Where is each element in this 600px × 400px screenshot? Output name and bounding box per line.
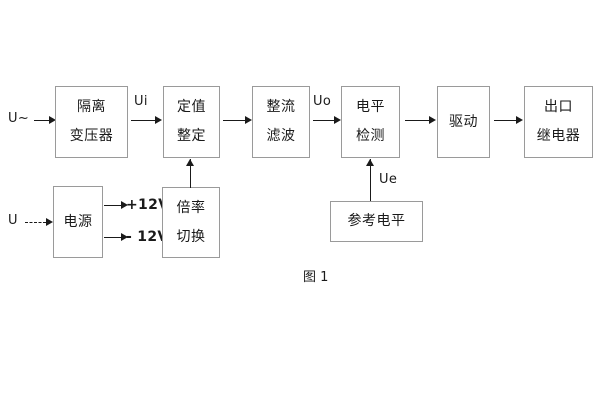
block-level-detection: 电平 检测 — [341, 86, 400, 158]
signal-label-ui: Ui — [134, 94, 148, 109]
input-ac-label: U~ — [8, 111, 30, 126]
figure-caption: 图 1 — [303, 270, 329, 285]
block-drive-line-1: 驱动 — [449, 113, 478, 130]
block-reference-level-line-1: 参考电平 — [347, 213, 406, 230]
block-level-detection-line-1: 电平 — [356, 99, 385, 116]
arrow-power-supply-positive-rail — [104, 201, 128, 210]
block-level-detection-line-2: 检测 — [356, 128, 385, 144]
block-output-relay-line-1: 出口 — [544, 99, 573, 116]
block-rectify-filter-line-2: 滤波 — [266, 128, 296, 144]
block-power-supply: 电源 — [53, 186, 103, 258]
block-multiplier-switch: 倍率 切换 — [162, 187, 220, 258]
block-drive: 驱动 — [437, 86, 490, 158]
arrow-setting-value-to-rectify-filter — [223, 116, 252, 125]
arrow-input-ac-to-isolation-transformer — [34, 116, 56, 125]
block-power-supply-line-1: 电源 — [63, 213, 93, 230]
block-setting-value: 定值 整定 — [163, 86, 220, 158]
block-isolation-transformer: 隔离 变压器 — [55, 86, 128, 158]
arrow-power-supply-negative-rail — [104, 233, 128, 242]
block-isolation-transformer-line-1: 隔离 — [77, 99, 106, 116]
block-reference-level: 参考电平 — [330, 201, 423, 242]
block-output-relay: 出口 继电器 — [524, 86, 593, 158]
arrow-input-dc-to-power-supply — [25, 218, 54, 227]
block-rectify-filter-line-1: 整流 — [266, 99, 296, 116]
block-setting-value-line-1: 定值 — [177, 99, 206, 116]
block-output-relay-line-2: 继电器 — [536, 128, 581, 144]
arrow-isolation-transformer-to-setting-value — [131, 116, 162, 125]
signal-label-ue: Ue — [379, 172, 398, 187]
input-dc-label: U — [8, 213, 18, 228]
block-rectify-filter: 整流 滤波 — [252, 86, 310, 158]
arrow-reference-level-to-level-detection — [366, 159, 375, 201]
arrow-drive-to-output-relay — [494, 116, 523, 125]
block-setting-value-line-2: 整定 — [177, 128, 206, 144]
block-isolation-transformer-line-2: 变压器 — [69, 128, 114, 144]
arrow-multiplier-switch-to-setting-value — [186, 159, 195, 188]
arrow-level-detection-to-drive — [405, 116, 436, 125]
block-multiplier-switch-line-1: 倍率 — [176, 199, 206, 216]
rail-negative-label: - 12V — [126, 229, 169, 245]
arrow-rectify-filter-to-level-detection — [313, 116, 341, 125]
rail-positive-label: +12V — [126, 197, 170, 213]
block-multiplier-switch-line-2: 切换 — [176, 228, 206, 245]
signal-label-uo: Uo — [313, 94, 332, 109]
